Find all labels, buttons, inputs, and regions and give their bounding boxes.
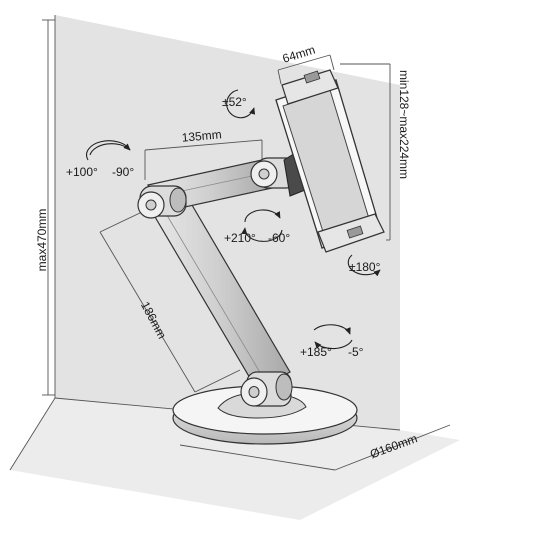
elbow-rotation-indicator: +100° -90° xyxy=(66,140,134,179)
base-up-label: +185° xyxy=(300,345,332,359)
base-rotation-indicator: +185° -5° xyxy=(300,324,364,359)
wrist-down-label: -60° xyxy=(268,231,290,245)
wrist-up-label: +210° xyxy=(224,231,256,245)
elbow-up-label: +100° xyxy=(66,165,98,179)
clamp-range-dimension: min128~max224mm xyxy=(340,63,411,241)
upper-arm-dimension: 135mm xyxy=(144,127,263,180)
clamp-range-label: min128~max224mm xyxy=(397,70,411,179)
base xyxy=(172,385,358,445)
wrist-rotation-indicator: +210° -60° xyxy=(224,209,290,245)
tablet-clamp xyxy=(275,69,385,253)
tilt-indicator: ±52° xyxy=(222,89,256,119)
elbow-joint xyxy=(137,185,187,219)
base-down-label: -5° xyxy=(348,345,364,359)
clamp-width-label: 64mm xyxy=(281,43,317,66)
height-dimension: max470mm xyxy=(35,19,55,396)
rotation-label: ±180° xyxy=(349,260,381,274)
tilt-label: ±52° xyxy=(222,95,247,109)
clamp-rotation-indicator: ±180° xyxy=(347,254,381,277)
upper-arm-label: 135mm xyxy=(181,127,222,144)
base-hinge xyxy=(240,371,293,407)
height-label: max470mm xyxy=(35,209,49,272)
elbow-down-label: -90° xyxy=(112,165,134,179)
